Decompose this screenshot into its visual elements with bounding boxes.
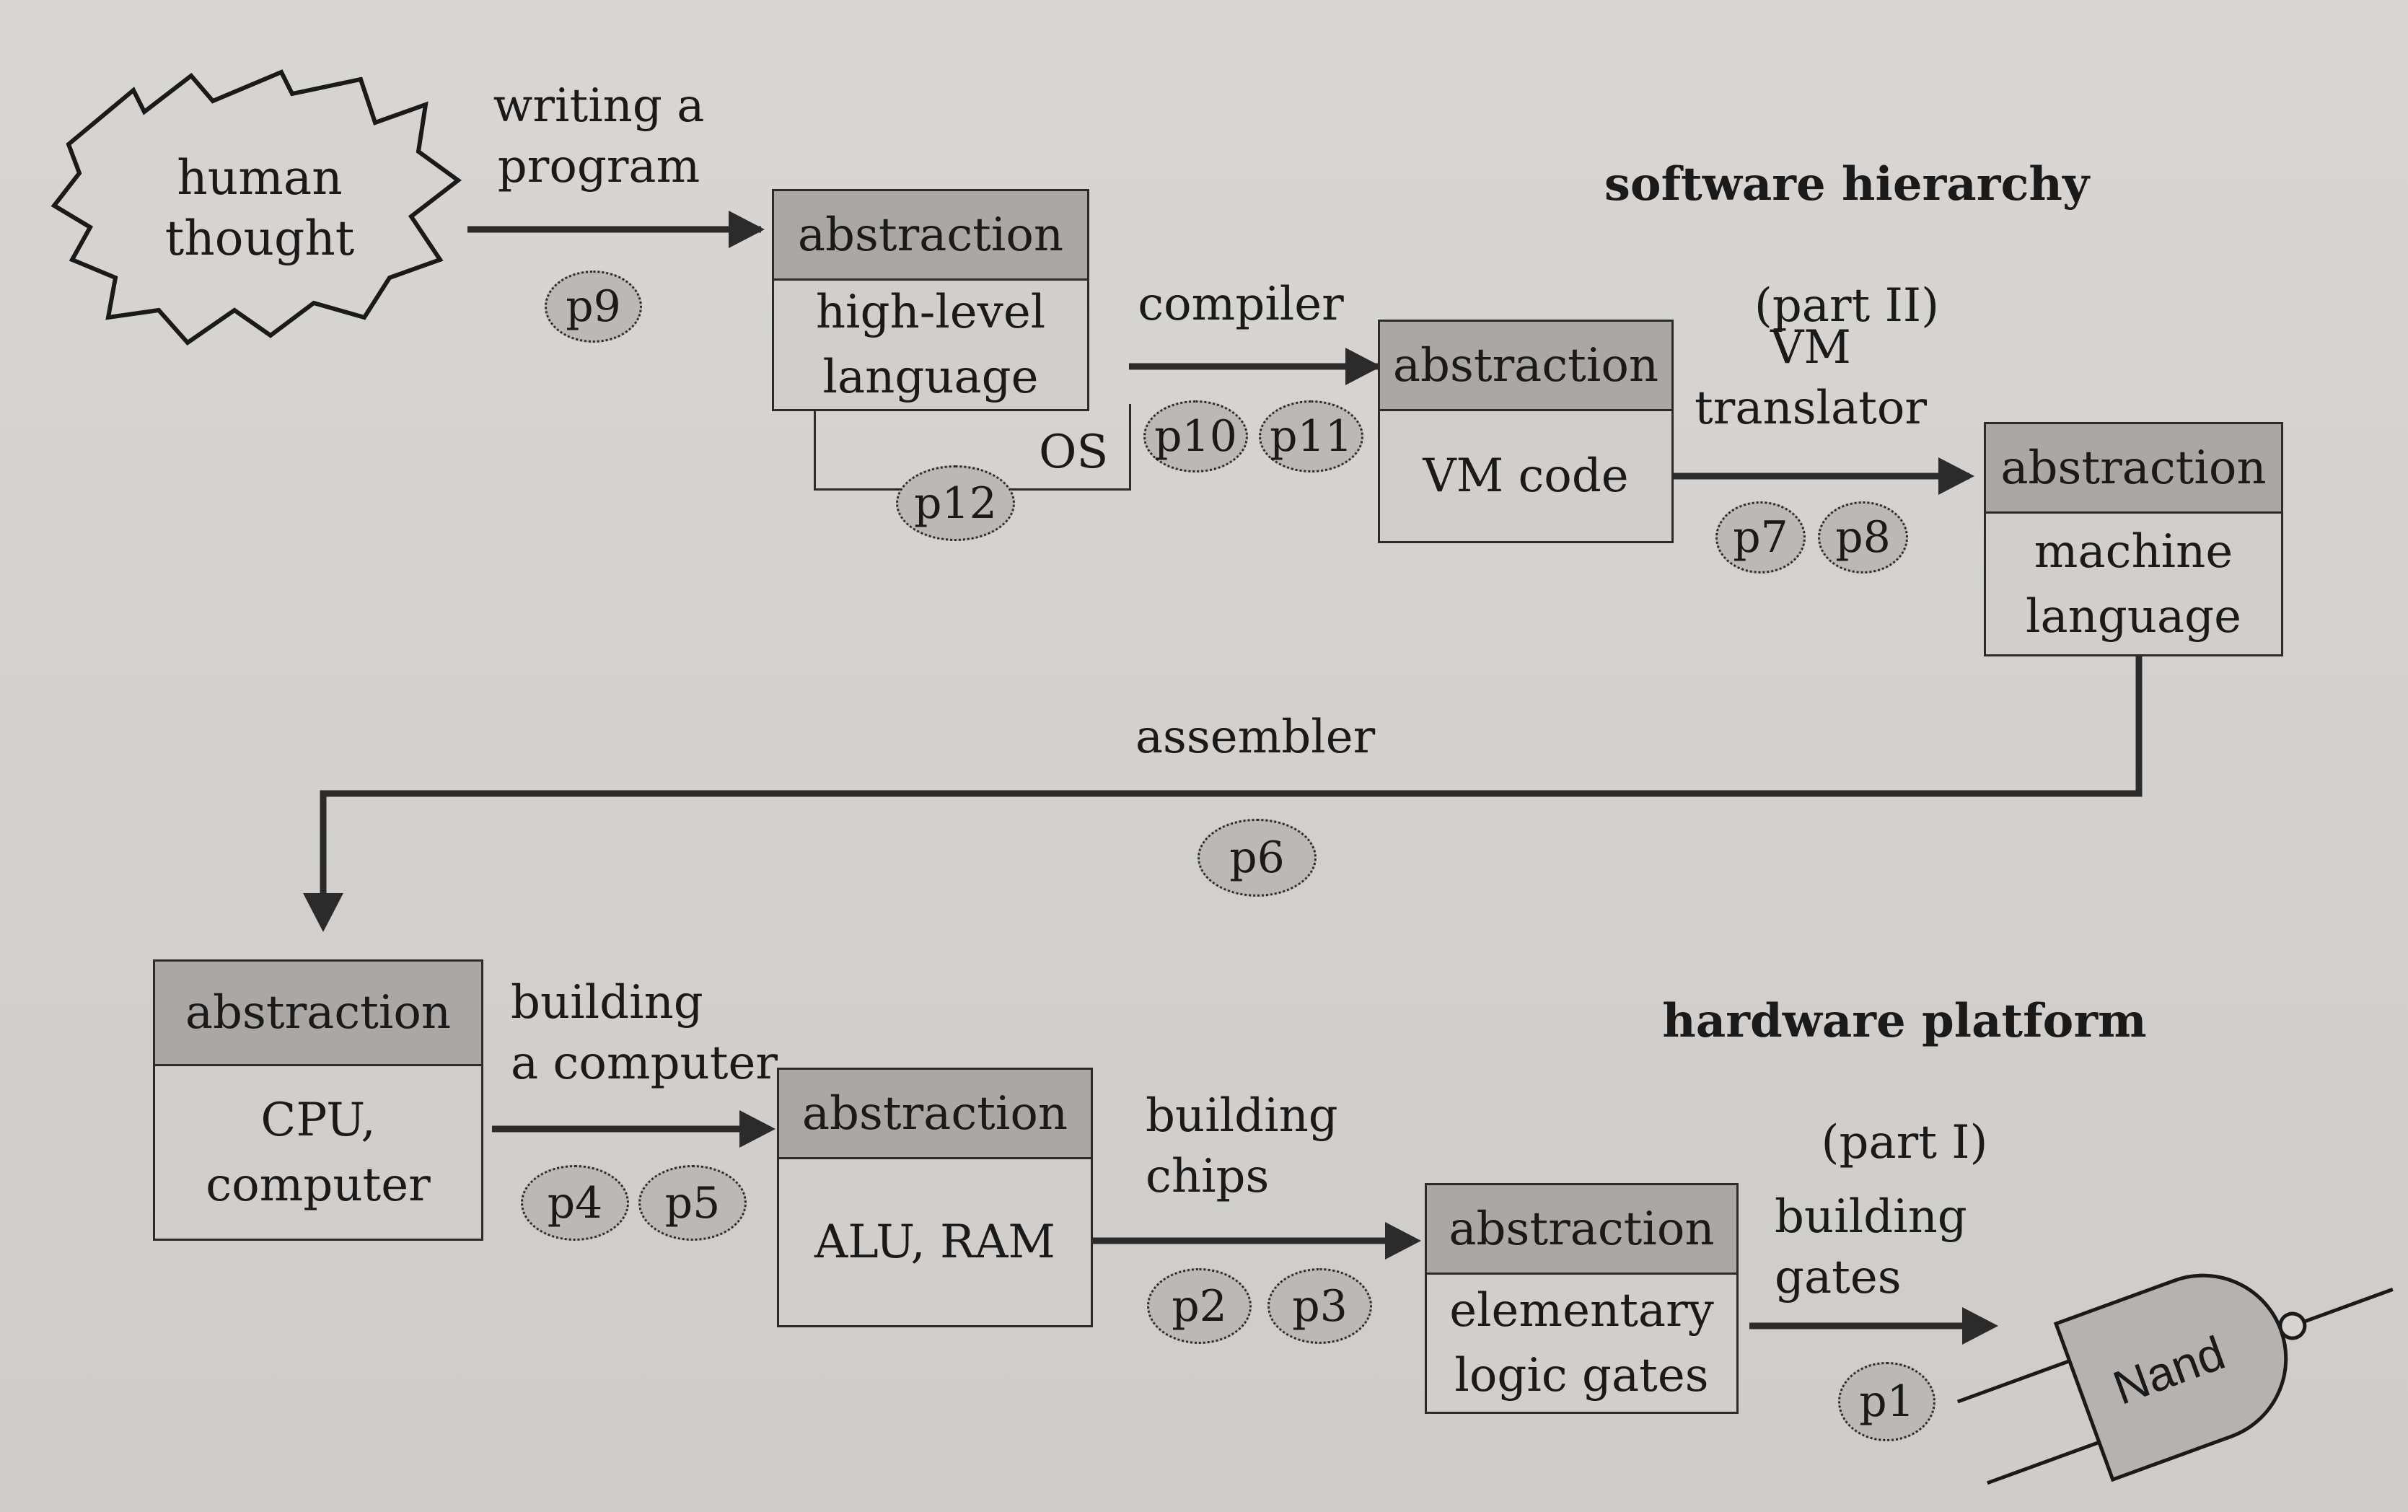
building-chips-arrowhead [1385, 1222, 1421, 1260]
logic-gates-box: abstraction elementary logic gates [1425, 1183, 1739, 1414]
alu-ram-box: abstraction ALU, RAM [777, 1068, 1093, 1327]
assembler-label: assembler [1135, 711, 1376, 764]
assembler-arrowhead [303, 893, 343, 932]
thought-starburst [50, 69, 462, 346]
badge-p6: p6 [1198, 819, 1317, 897]
hardware-platform-heading: hardware platform (part I) [1659, 931, 2150, 1173]
cpu-computer-box-header: abstraction [155, 962, 481, 1066]
badge-p11: p11 [1259, 400, 1363, 472]
high-level-language-box-header: abstraction [774, 191, 1087, 281]
logic-gates-box-header: abstraction [1427, 1185, 1736, 1275]
hardware-platform-title: hardware platform [1662, 994, 2147, 1048]
badge-p8: p8 [1818, 501, 1908, 573]
software-hierarchy-heading: software hierarchy (part II) [1601, 94, 2092, 336]
badge-p3: p3 [1267, 1268, 1372, 1344]
alu-ram-box-header: abstraction [779, 1070, 1091, 1159]
hardware-platform-part: (part I) [1821, 1116, 1988, 1169]
vm-code-box-body: VM code [1423, 449, 1629, 503]
machine-language-box-body: machine language [2025, 524, 2242, 643]
badge-p10: p10 [1143, 400, 1248, 472]
logic-gates-box-body: elementary logic gates [1449, 1284, 1714, 1402]
os-label: OS [1039, 426, 1109, 479]
vm-code-box-header: abstraction [1380, 322, 1671, 411]
badge-p7: p7 [1715, 501, 1806, 573]
compiler-arrowhead [1345, 348, 1381, 385]
badge-p9: p9 [545, 271, 642, 343]
badge-p1: p1 [1838, 1362, 1935, 1441]
writing-program-label: writing a program [493, 79, 705, 193]
human-thought-label: human thought [164, 150, 355, 266]
cpu-computer-box-body: CPU, computer [206, 1093, 431, 1212]
building-computer-label: building a computer [511, 976, 778, 1090]
badge-p5: p5 [638, 1165, 747, 1241]
high-level-language-box: abstraction high-level language [772, 189, 1089, 411]
vm-translator-arrowhead [1938, 457, 1974, 495]
alu-ram-box-body: ALU, RAM [814, 1216, 1055, 1269]
vm-translator-label: VM translator [1695, 321, 1927, 435]
vm-code-box: abstraction VM code [1378, 320, 1674, 543]
assembler-connector [320, 656, 2143, 909]
building-computer-arrowhead [739, 1110, 775, 1148]
badge-p12: p12 [896, 465, 1015, 541]
nand-gate-icon: Nand [1956, 1273, 2394, 1485]
building-gates-label: building gates [1775, 1190, 1967, 1304]
building-gates-arrowhead [1962, 1307, 1998, 1345]
software-hierarchy-part: (part II) [1754, 279, 1940, 333]
building-chips-label: building chips [1146, 1089, 1338, 1203]
writing-arrowhead [729, 211, 765, 248]
cpu-computer-box: abstraction CPU, computer [153, 959, 483, 1241]
badge-p4: p4 [521, 1165, 629, 1241]
high-level-language-box-body: high-level language [815, 286, 1046, 404]
machine-language-box: abstraction machine language [1984, 422, 2283, 656]
software-hierarchy-title: software hierarchy [1604, 157, 2090, 211]
badge-p2: p2 [1147, 1268, 1252, 1344]
compiler-label: compiler [1138, 278, 1344, 331]
machine-language-box-header: abstraction [1986, 424, 2281, 514]
